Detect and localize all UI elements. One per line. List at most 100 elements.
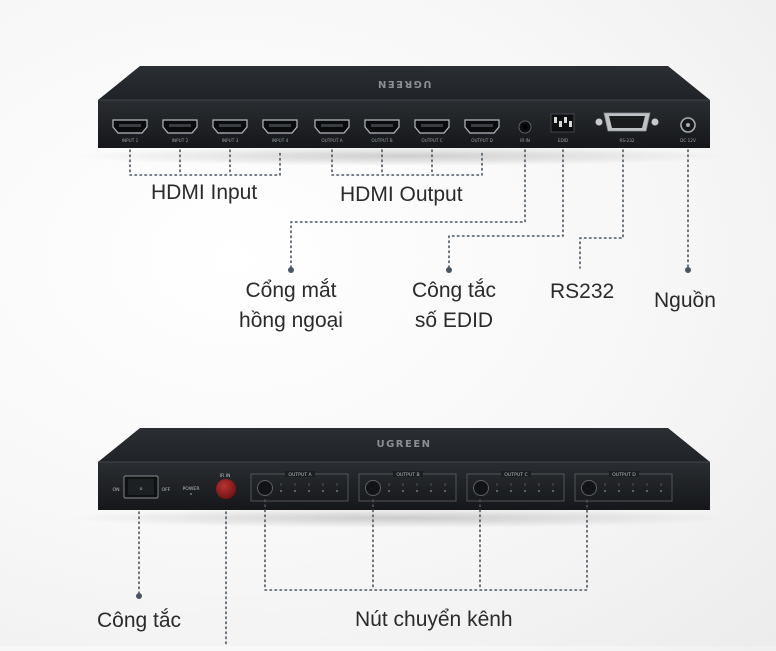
- channel-indicator-led: [660, 490, 662, 492]
- rs232-text-label: RS232: [550, 280, 615, 303]
- power-rocker-switch: ON o OFF: [112, 475, 171, 499]
- channel-switch-button[interactable]: [257, 480, 273, 496]
- channel-indicator-led: [524, 490, 526, 492]
- ir-port-label-line2: hồng ngoại: [239, 309, 343, 332]
- channel-switch-button[interactable]: [581, 480, 597, 496]
- output-button-groups: OUTPUT A OUTPUT B OUTPUT C OUTPUT D: [250, 471, 673, 502]
- output-group-label: OUTPUT B: [396, 472, 419, 478]
- ir-in-jack: IR IN: [518, 120, 532, 143]
- channel-indicator-led: [496, 490, 498, 492]
- hdmi-output-port: OUTPUT D: [464, 119, 500, 143]
- ir-leader-dot: [288, 267, 294, 273]
- hdmi-output-port-label: OUTPUT D: [471, 138, 493, 143]
- top-leader-lines: [129, 149, 689, 269]
- channel-indicator-led: [322, 490, 324, 492]
- off-label: OFF: [162, 487, 171, 493]
- output-group: OUTPUT C: [466, 471, 565, 502]
- channel-indicator-led: [388, 490, 390, 492]
- ir-in-label: IR IN: [520, 138, 530, 143]
- hdmi-input-port-label: INPUT 4: [272, 138, 289, 143]
- edid-switch-label-line1: Công tắc: [411, 279, 497, 302]
- output-group-label: OUTPUT C: [504, 472, 527, 478]
- channel-indicator-led: [402, 490, 404, 492]
- channel-switch-button[interactable]: [365, 480, 381, 496]
- edid-switch-label: Công tắc số EDID: [399, 276, 509, 336]
- channel-indicator-led: [604, 490, 606, 492]
- svg-text:o: o: [140, 487, 143, 492]
- hdmi-output-port-label: OUTPUT B: [371, 138, 392, 143]
- power-text-label: Nguồn: [654, 289, 716, 312]
- top-device-shadow: [70, 146, 730, 166]
- rs232-leader: [579, 149, 624, 269]
- dc-jack: DC 12V: [680, 117, 696, 143]
- output-group-label: OUTPUT D: [612, 472, 636, 478]
- hdmi-input-port: INPUT 2: [162, 119, 198, 143]
- hdmi-input-port: INPUT 4: [262, 119, 298, 143]
- hdmi-input-port-label: INPUT 2: [172, 138, 189, 143]
- top-device: UGREEN INPUT 1 INPUT 2 INPUT 3 INPUT 4 OUTPU…: [70, 66, 730, 166]
- ir-leader: [290, 149, 526, 269]
- channel-indicator-led: [538, 490, 540, 492]
- channel-switch-button[interactable]: [473, 480, 489, 496]
- channel-indicator-led: [632, 490, 634, 492]
- power-leader-dot: [685, 267, 691, 273]
- switch-text-label: Công tắc: [97, 609, 182, 632]
- ir-port-label-line1: Cổng mắt: [245, 279, 337, 302]
- ir-port-label: Cổng mắt hồng ngoại: [231, 276, 351, 336]
- channel-indicator-led: [444, 490, 446, 492]
- power-label: POWER: [182, 486, 200, 492]
- ir-receiver-window: IR IN: [216, 473, 236, 499]
- switch-leader-dot: [136, 593, 142, 599]
- hdmi-output-port-label: OUTPUT A: [321, 138, 342, 143]
- channel-buttons-text-label: Nút chuyển kênh: [355, 608, 513, 631]
- hdmi-output-port: OUTPUT C: [414, 119, 450, 143]
- channel-indicator-led: [430, 490, 432, 492]
- hdmi-input-port-label: INPUT 3: [222, 138, 239, 143]
- output-group-label: OUTPUT A: [288, 472, 312, 478]
- edid-label: EDID: [558, 138, 568, 143]
- channel-indicator-led: [294, 490, 296, 492]
- hdmi-input-bracket: [129, 149, 281, 176]
- bottom-device-front-panel: [98, 462, 710, 510]
- power-indicator: POWER: [182, 486, 200, 495]
- output-group: OUTPUT D: [574, 471, 673, 502]
- hdmi-ports: INPUT 1 INPUT 2 INPUT 3 INPUT 4 OUTPUT A OUTP…: [112, 119, 500, 143]
- hdmi-output-label: HDMI Output: [340, 183, 463, 206]
- hdmi-output-port: OUTPUT B: [364, 119, 400, 143]
- channel-indicator-led: [308, 490, 310, 492]
- rs232-label: RS-232: [619, 138, 634, 143]
- bottom-leader-lines: [138, 499, 588, 647]
- hdmi-input-port: INPUT 1: [112, 119, 148, 143]
- bottom-device-shadow: [70, 508, 730, 528]
- channel-indicator-led: [336, 490, 338, 492]
- edid-leader-dot: [446, 267, 452, 273]
- channel-indicator-led: [280, 490, 282, 492]
- on-label: ON: [112, 487, 119, 493]
- channel-indicator-led: [510, 490, 512, 492]
- hdmi-output-port-label: OUTPUT C: [421, 138, 442, 143]
- edid-dip-switch: EDID: [550, 113, 575, 143]
- channel-buttons-bracket: [264, 499, 588, 591]
- bottom-device-top-face: [98, 428, 710, 462]
- channel-indicator-led: [552, 490, 554, 492]
- bottom-device-brand: UGREEN: [376, 439, 431, 450]
- ir-in-front-label: IR IN: [220, 473, 231, 479]
- edid-switch-label-line2: số EDID: [414, 309, 494, 332]
- dc-label: DC 12V: [680, 138, 696, 143]
- hdmi-input-port-label: INPUT 1: [122, 138, 139, 143]
- rs232-port: RS-232: [595, 112, 659, 143]
- output-group: OUTPUT A: [250, 471, 349, 502]
- hdmi-input-port: INPUT 3: [212, 119, 248, 143]
- hdmi-output-port: OUTPUT A: [314, 119, 350, 143]
- output-group: OUTPUT B: [358, 471, 457, 502]
- channel-indicator-led: [646, 490, 648, 492]
- edid-leader: [448, 149, 564, 269]
- channel-indicator-led: [618, 490, 620, 492]
- channel-indicator-led: [416, 490, 418, 492]
- top-device-brand: UGREEN: [376, 78, 431, 89]
- top-device-top-face: [98, 66, 710, 100]
- hdmi-output-bracket: [331, 149, 483, 176]
